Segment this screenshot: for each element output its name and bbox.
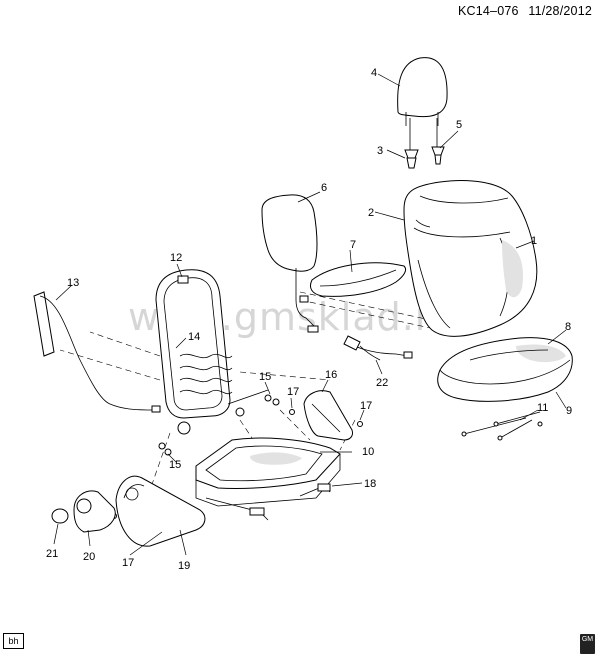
side-bracket: [303, 390, 353, 441]
callout-15b: 15: [169, 459, 181, 471]
gm-logo-badge: GM: [580, 634, 595, 654]
callout-17c: 17: [122, 557, 134, 569]
callout-19: 19: [178, 560, 190, 572]
seat-back-panel: [261, 194, 319, 333]
bh-badge: bh: [3, 633, 24, 649]
diagram-header: KC14–076 11/28/2012: [452, 4, 592, 18]
seat-back-frame: [155, 269, 269, 435]
headrest: [397, 57, 448, 150]
leader-lines: [53, 73, 567, 556]
side-shield: [309, 262, 407, 297]
callout-16: 16: [325, 369, 337, 381]
callout-20: 20: [83, 551, 95, 563]
callout-8: 8: [565, 321, 571, 333]
callout-3: 3: [377, 145, 383, 157]
callout-6: 6: [321, 182, 327, 194]
callout-12: 12: [170, 252, 182, 264]
fasteners-11: [461, 411, 543, 441]
callout-1: 1: [531, 235, 537, 247]
wiring-harness: [343, 335, 413, 361]
gm-logo-text: GM: [581, 636, 594, 643]
callout-7: 7: [350, 239, 356, 251]
callout-5: 5: [456, 119, 462, 131]
diagram-code: KC14–076: [457, 4, 519, 18]
callout-17b: 17: [360, 400, 372, 412]
callout-15a: 15: [259, 371, 271, 383]
seat-adjuster: [195, 437, 341, 521]
diagram-date: 11/28/2012: [528, 4, 592, 18]
callout-11: 11: [537, 402, 548, 414]
cable-assembly: [33, 291, 161, 413]
cap: [51, 508, 69, 524]
callout-13: 13: [67, 277, 79, 289]
recliner-handle: [73, 490, 116, 533]
headrest-guides: [404, 146, 445, 169]
callout-4: 4: [371, 67, 377, 79]
seat-back: [403, 180, 538, 337]
seat-cushion: [437, 337, 573, 402]
callout-21: 21: [46, 548, 58, 560]
callout-10: 10: [362, 446, 374, 458]
callout-14: 14: [188, 331, 200, 343]
callout-18: 18: [364, 478, 376, 490]
callout-22: 22: [376, 377, 388, 389]
callout-2: 2: [368, 207, 374, 219]
side-trim: [115, 475, 206, 547]
callout-labels: 1 2 3 4 5 6 7 8 9 10 11 12 13 14 15 15 1…: [46, 67, 572, 572]
callout-9: 9: [566, 405, 572, 417]
callout-17a: 17: [287, 386, 299, 398]
